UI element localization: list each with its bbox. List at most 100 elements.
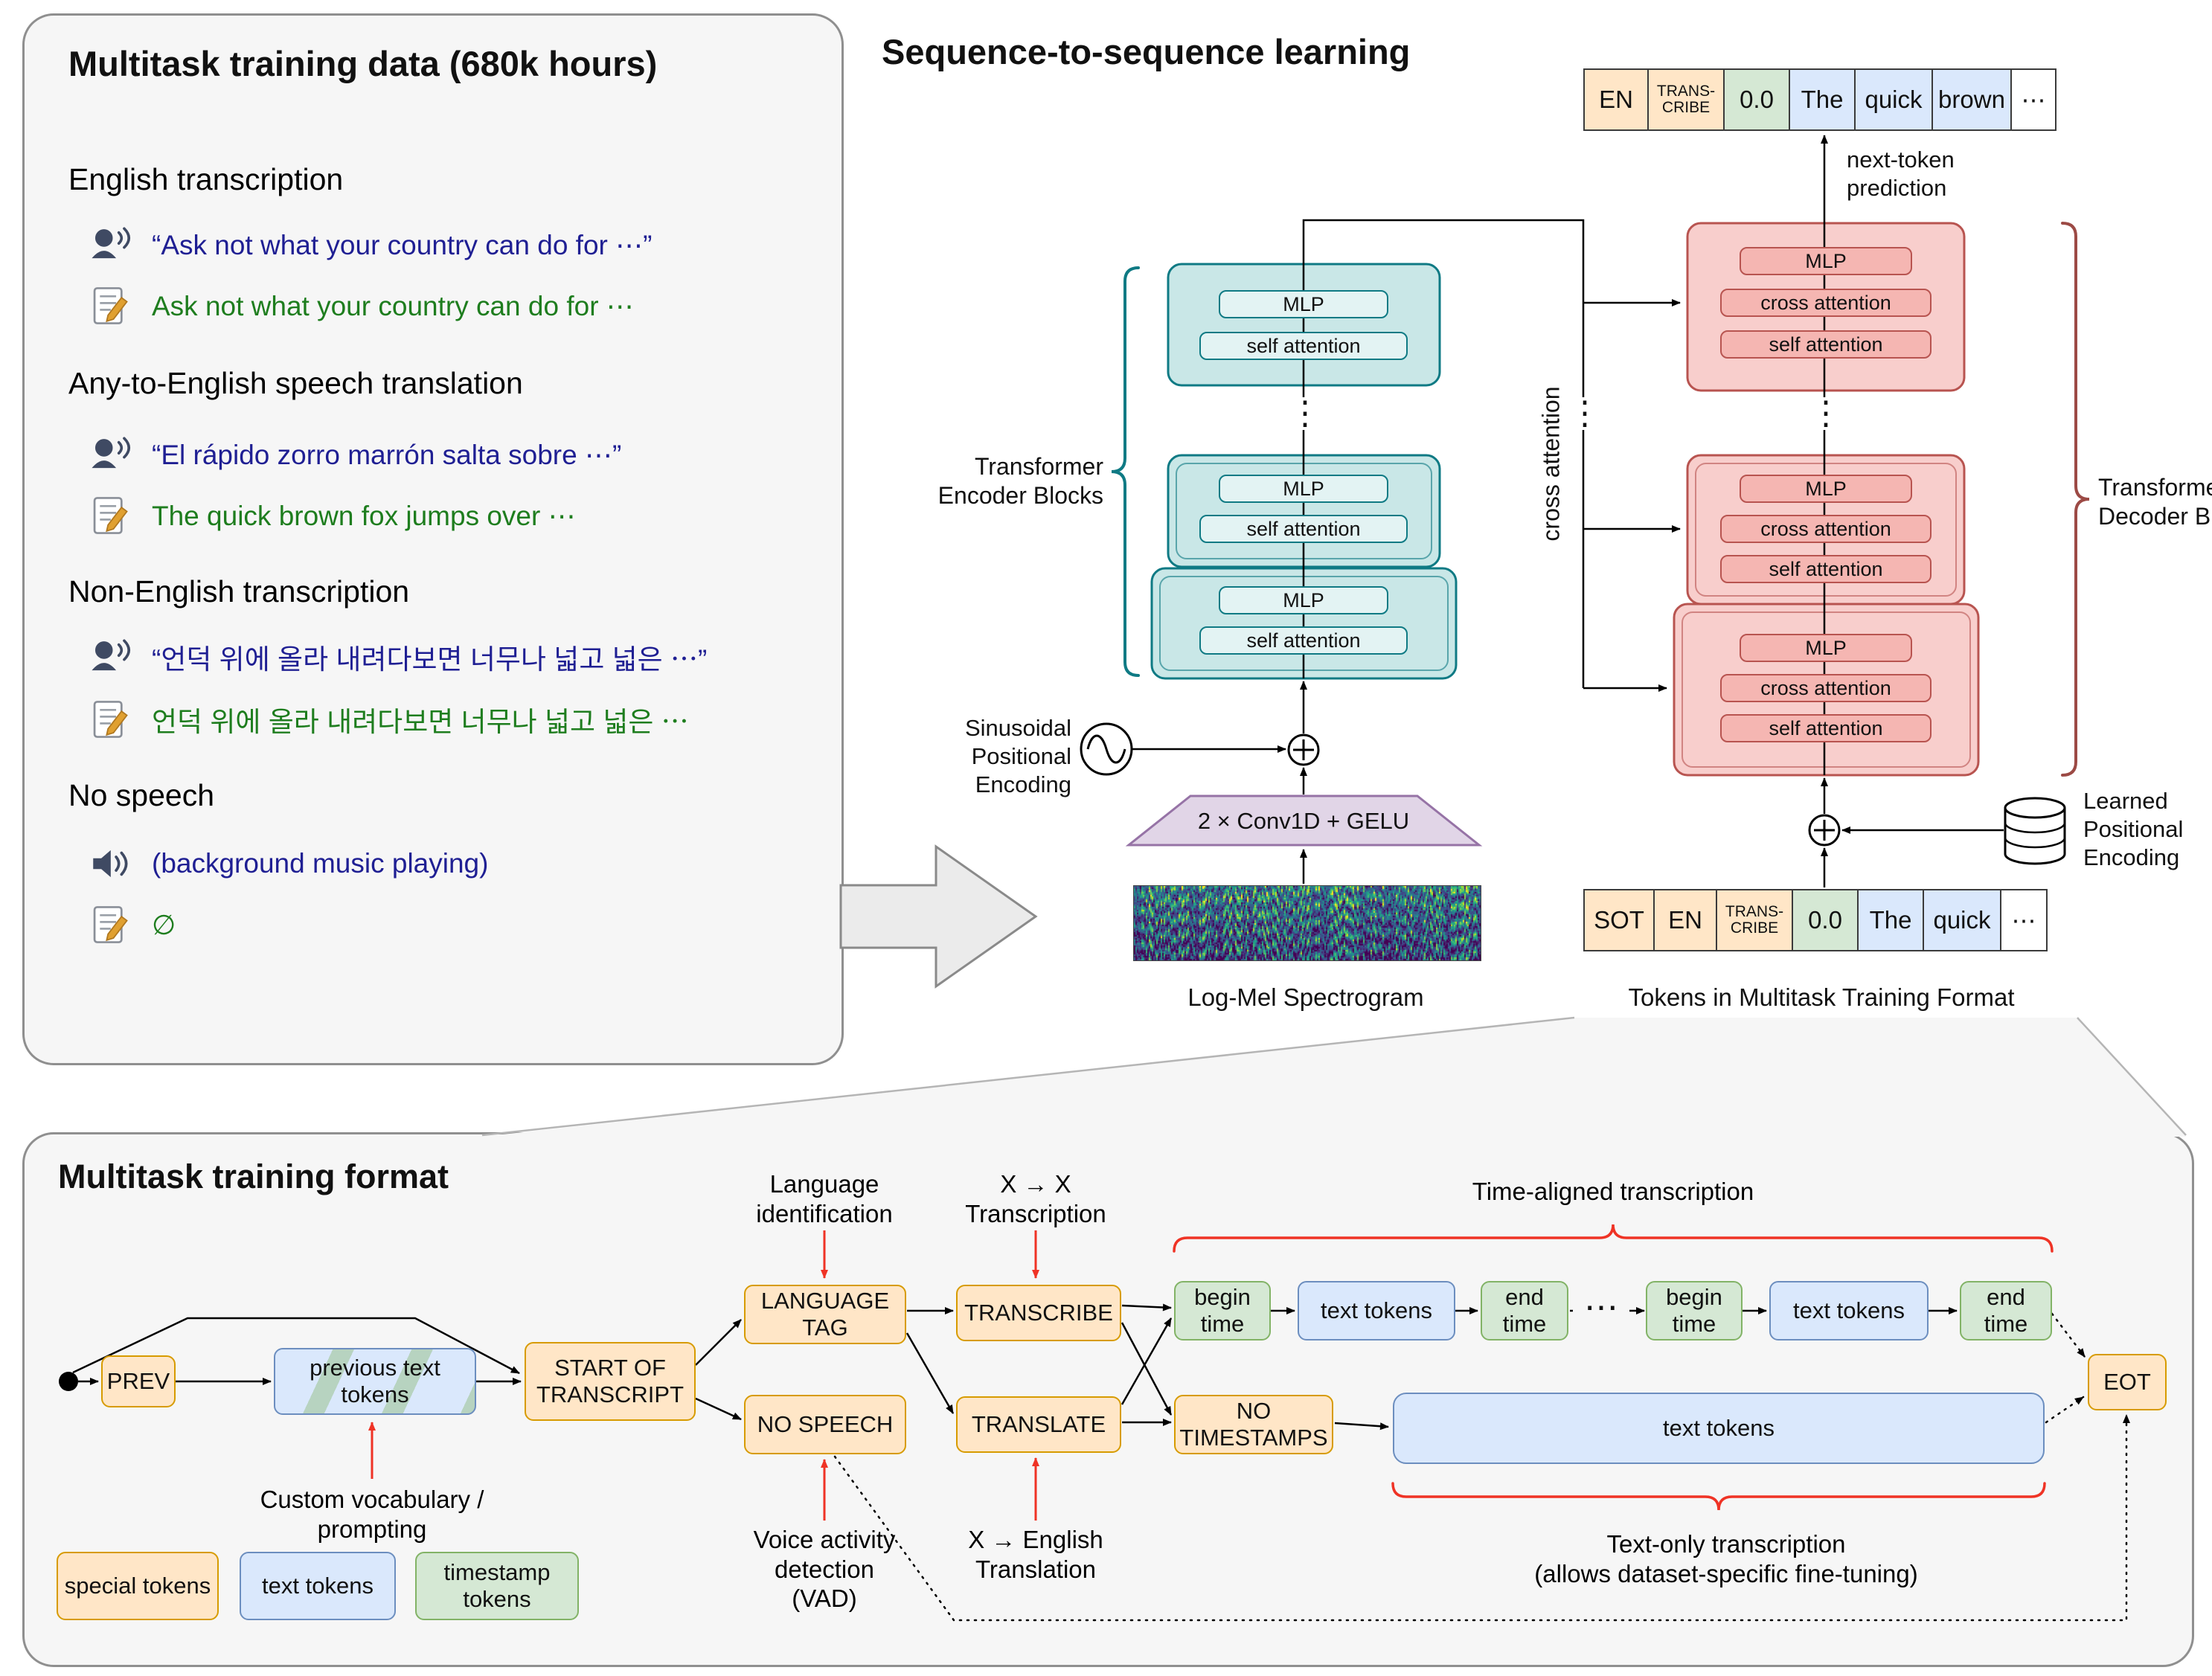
spectrogram-caption: Log-Mel Spectrogram xyxy=(1187,983,1424,1011)
transcript-text: The quick brown fox jumps over ⋯ xyxy=(152,500,576,531)
transcript-example-row: The quick brown fox jumps over ⋯ xyxy=(88,494,576,537)
mlp-bar: MLP xyxy=(1740,475,1912,503)
transcript-text: ∅ xyxy=(152,909,176,940)
start-node xyxy=(59,1372,78,1391)
input-token-strip: SOT EN TRANS-CRIBE 0.0 The quick ⋯ xyxy=(1583,889,2048,951)
no-speech-skip-wire xyxy=(833,1413,2130,1622)
section-heading-english: English transcription xyxy=(68,162,344,196)
section-heading-no-speech: No speech xyxy=(68,778,215,812)
token-cell: ⋯ xyxy=(2010,68,2056,131)
encoder-blocks-label: Transformer Encoder Blocks xyxy=(937,453,1103,510)
token-cell: SOT xyxy=(1583,889,1655,951)
section-heading-translation: Any-to-English speech translation xyxy=(68,366,523,400)
self-attention-bar: self attention xyxy=(1720,555,1932,583)
encoder-output-wire xyxy=(1302,219,1585,688)
self-attention-bar: self attention xyxy=(1199,515,1408,543)
self-attention-bar: self attention xyxy=(1720,714,1932,742)
bypass-wire xyxy=(72,1317,520,1375)
speaker-icon xyxy=(88,842,131,885)
self-attention-bar: self attention xyxy=(1199,626,1408,655)
training-data-panel xyxy=(22,13,844,1065)
section-heading-non-english: Non-English transcription xyxy=(68,574,410,609)
next-token-prediction-label: next-token prediction xyxy=(1847,147,1955,201)
token-cell: The xyxy=(1857,889,1924,951)
tokens-caption: Tokens in Multitask Training Format xyxy=(1628,983,2015,1011)
text-only-annotation: Text-only transcription (allows dataset-… xyxy=(1495,1529,1957,1588)
x-english-translation-annotation: X → English Translation xyxy=(968,1526,1103,1583)
flow-arrow xyxy=(839,844,1038,989)
language-tag-node: LANGUAGE TAG xyxy=(744,1285,906,1344)
legend-text-tokens: text tokens xyxy=(240,1552,396,1620)
token-cell: 0.0 xyxy=(1723,68,1790,131)
encoder-brace xyxy=(1111,266,1140,677)
prev-token-node: PREV xyxy=(101,1355,176,1407)
token-cell: The xyxy=(1789,68,1856,131)
previous-text-tokens-node: previous text tokens xyxy=(274,1348,476,1415)
time-aligned-annotation: Time-aligned transcription xyxy=(1472,1178,1754,1205)
conv1d-gelu-label: 2 × Conv1D + GELU xyxy=(1197,808,1410,834)
transcript-example-row: Ask not what your country can do for ⋯ xyxy=(88,284,634,327)
text-only-brace xyxy=(1391,1482,2046,1511)
decoder-blocks-label: Transformer Decoder Blocks xyxy=(2098,474,2212,530)
begin-time-node: begin time xyxy=(1646,1281,1743,1341)
audio-example-row: “언덕 위에 올라 내려다보면 너무나 넓고 넓은 ⋯” xyxy=(88,635,707,678)
end-time-node: end time xyxy=(1960,1281,2052,1341)
self-attention-bar: self attention xyxy=(1720,330,1932,359)
token-cell: EN xyxy=(1653,889,1717,951)
log-mel-spectrogram xyxy=(1133,885,1481,961)
audio-text: “El rápido zorro marrón salta sobre ⋯” xyxy=(152,439,622,470)
sinusoidal-positional-encoding-label: Sinusoidal Positional Encoding xyxy=(964,715,1071,797)
funnel-connector xyxy=(482,1018,2186,1137)
mlp-bar: MLP xyxy=(1219,475,1388,503)
self-attention-bar: self attention xyxy=(1199,332,1408,360)
ellipsis-vertical: ⋮ xyxy=(1289,395,1321,431)
begin-time-node: begin time xyxy=(1174,1281,1271,1341)
memo-icon xyxy=(88,903,131,946)
mlp-bar: MLP xyxy=(1219,290,1388,318)
transcript-example-row: 언덕 위에 올라 내려다보면 너무나 넓고 넓은 ⋯ xyxy=(88,698,689,741)
text-tokens-node: text tokens xyxy=(1298,1281,1455,1341)
custom-vocabulary-annotation: Custom vocabulary / prompting xyxy=(260,1486,484,1543)
text-tokens-long-node: text tokens xyxy=(1393,1393,2045,1464)
audio-text: “Ask not what your country can do for ⋯” xyxy=(152,229,653,260)
legend-special-tokens: special tokens xyxy=(57,1552,219,1620)
ellipsis-horizontal: ⋯ xyxy=(1573,1290,1629,1324)
end-time-node: end time xyxy=(1481,1281,1568,1341)
cross-attention-label: cross attention xyxy=(1537,386,1565,542)
speaking-head-icon xyxy=(88,223,131,266)
eot-node: EOT xyxy=(2088,1354,2167,1410)
language-identification-annotation: Language identification xyxy=(756,1170,893,1227)
text-only-annotation-line2: (allows dataset-specific fine-tuning) xyxy=(1534,1559,1918,1587)
transcript-text: Ask not what your country can do for ⋯ xyxy=(152,290,634,321)
training-format-title: Multitask training format xyxy=(58,1158,449,1195)
start-of-transcript-node: START OF TRANSCRIPT xyxy=(525,1342,696,1421)
memo-icon xyxy=(88,494,131,537)
speaking-head-icon xyxy=(88,635,131,678)
token-cell: quick xyxy=(1854,68,1933,131)
token-cell: TRANS-CRIBE xyxy=(1716,889,1793,951)
decoder-brace xyxy=(2061,222,2090,777)
translate-node: TRANSLATE xyxy=(956,1396,1121,1453)
token-cell: brown xyxy=(1932,68,2012,131)
cross-attention-bar: cross attention xyxy=(1720,289,1932,317)
audio-example-row: “El rápido zorro marrón salta sobre ⋯” xyxy=(88,433,621,476)
token-cell: ⋯ xyxy=(2000,889,2048,951)
audio-text: “언덕 위에 올라 내려다보면 너무나 넓고 넓은 ⋯” xyxy=(152,644,708,675)
legend-timestamp-tokens: timestamp tokens xyxy=(415,1552,579,1620)
conv1d-gelu-block xyxy=(1125,794,1483,847)
transcript-example-row: ∅ xyxy=(88,903,176,946)
training-data-title: Multitask training data (680k hours) xyxy=(68,44,658,83)
no-speech-node: NO SPEECH xyxy=(744,1395,906,1454)
mlp-bar: MLP xyxy=(1219,586,1388,614)
speaking-head-icon xyxy=(88,433,131,476)
no-timestamps-node: NO TIMESTAMPS xyxy=(1174,1395,1333,1454)
mlp-bar: MLP xyxy=(1740,634,1912,662)
predicted-token-strip: EN TRANS-CRIBE 0.0 The quick brown ⋯ xyxy=(1583,68,2056,131)
audio-example-row: “Ask not what your country can do for ⋯” xyxy=(88,223,652,266)
transcribe-node: TRANSCRIBE xyxy=(956,1285,1121,1341)
cross-attention-bar: cross attention xyxy=(1720,515,1932,543)
seq2seq-title: Sequence-to-sequence learning xyxy=(882,32,1411,71)
time-aligned-brace xyxy=(1173,1224,2054,1253)
ellipsis-vertical: ⋮ xyxy=(1568,395,1601,431)
